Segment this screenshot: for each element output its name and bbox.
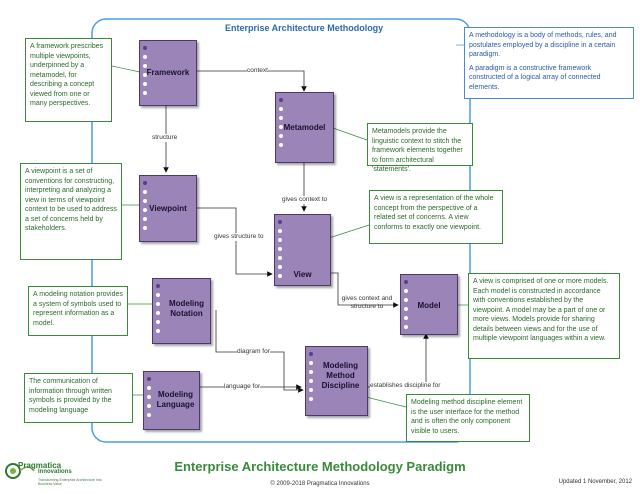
modeling-language-label: Modeling Language [156, 390, 195, 409]
logo-word-1: Pragmatica [18, 461, 62, 470]
modeling-notation-box: Modeling Notation [152, 278, 211, 344]
metamodel-box: Metamodel [275, 92, 334, 163]
edge-label-text: gives context and structure to [341, 295, 393, 310]
edge-gives-structure-to [194, 207, 273, 277]
viewpoint-note: A viewpoint is a set of conventions for … [20, 163, 122, 260]
edge-label-gives-context-to: gives context to [282, 196, 328, 204]
modeling-method-discipline-label: Modeling Method Discipline [321, 361, 360, 390]
edge-gives-context-and-structure-to [329, 272, 399, 308]
modeling-notation-label: Modeling Notation [168, 299, 205, 318]
modeling-language-note: The communication of information through… [24, 373, 133, 423]
logo-tagline: Transforming Enterprise Architecture Int… [38, 478, 102, 486]
viewpoint-label: Viewpoint [149, 204, 187, 213]
paradigm-title: Enterprise Architecture Methodology Para… [174, 459, 466, 474]
modeling-language-box: Modeling Language [143, 371, 200, 430]
note-connector-discipline [365, 396, 407, 408]
edge-label-structure: structure [152, 134, 178, 142]
metamodel-note: Metamodels provide the linguistic contex… [367, 123, 473, 173]
methodology-note-p1: A methodology is a body of methods, rule… [469, 32, 617, 58]
box-dots [143, 181, 147, 235]
box-dots [309, 352, 313, 406]
box-dots [147, 377, 151, 422]
modeling-notation-note: A modeling notation provides a system of… [28, 286, 128, 336]
logo-mark [5, 463, 35, 479]
modeling-method-discipline-box: Modeling Method Discipline [305, 346, 368, 416]
edge-label-establishes-discipline-for: establishes discipline for [370, 382, 441, 390]
box-dots [143, 46, 147, 100]
view-label: View [293, 270, 312, 279]
edge-label-gives-structure-to: gives structure to [214, 233, 264, 241]
note-connector-view [328, 224, 370, 239]
model-label: Model [417, 301, 441, 310]
box-dots [404, 280, 408, 334]
pragmatica-logo: Pragmatica Innovations Transforming Ente… [4, 459, 104, 491]
copyright-text: © 2009-2018 Pragmatica Innovations [270, 481, 370, 487]
edge-label-context: context [247, 67, 268, 75]
edge-diagram-for [215, 310, 304, 393]
discipline-note: Modeling method discipline element is th… [406, 394, 530, 442]
edge-label-language-for: language for [224, 383, 261, 391]
logo-word-2: Innovations [38, 469, 72, 475]
edge-establishes-discipline-for [366, 333, 429, 388]
edge-label-gives-context-and-structure-to: gives context and structure to [338, 295, 396, 311]
edge-context [196, 70, 307, 92]
model-box: Model [400, 274, 458, 335]
model-note: A view is comprised of one or more model… [468, 273, 620, 359]
diagram-top-title: Enterprise Architecture Methodology [222, 23, 387, 33]
note-connector-framework [111, 65, 141, 73]
view-box: View [274, 214, 331, 286]
framework-note: A framework prescribes multiple viewpoin… [25, 38, 112, 122]
box-dots [156, 284, 160, 338]
updated-date: Updated 1 November, 2012 [558, 479, 632, 485]
metamodel-label: Metamodel [283, 123, 326, 132]
box-dots [278, 220, 282, 283]
box-dots [279, 98, 283, 152]
viewpoint-box: Viewpoint [139, 175, 197, 242]
framework-box: Framework [139, 40, 197, 106]
framework-label: Framework [146, 68, 190, 77]
edge-label-diagram-for: diagram for [237, 348, 270, 356]
methodology-note-p2: A paradigm is a constructive framework c… [469, 64, 601, 91]
methodology-note: A methodology is a body of methods, rule… [464, 27, 634, 99]
note-connector-metamodel [332, 127, 368, 141]
view-note: A view is a representation of the whole … [369, 190, 503, 244]
